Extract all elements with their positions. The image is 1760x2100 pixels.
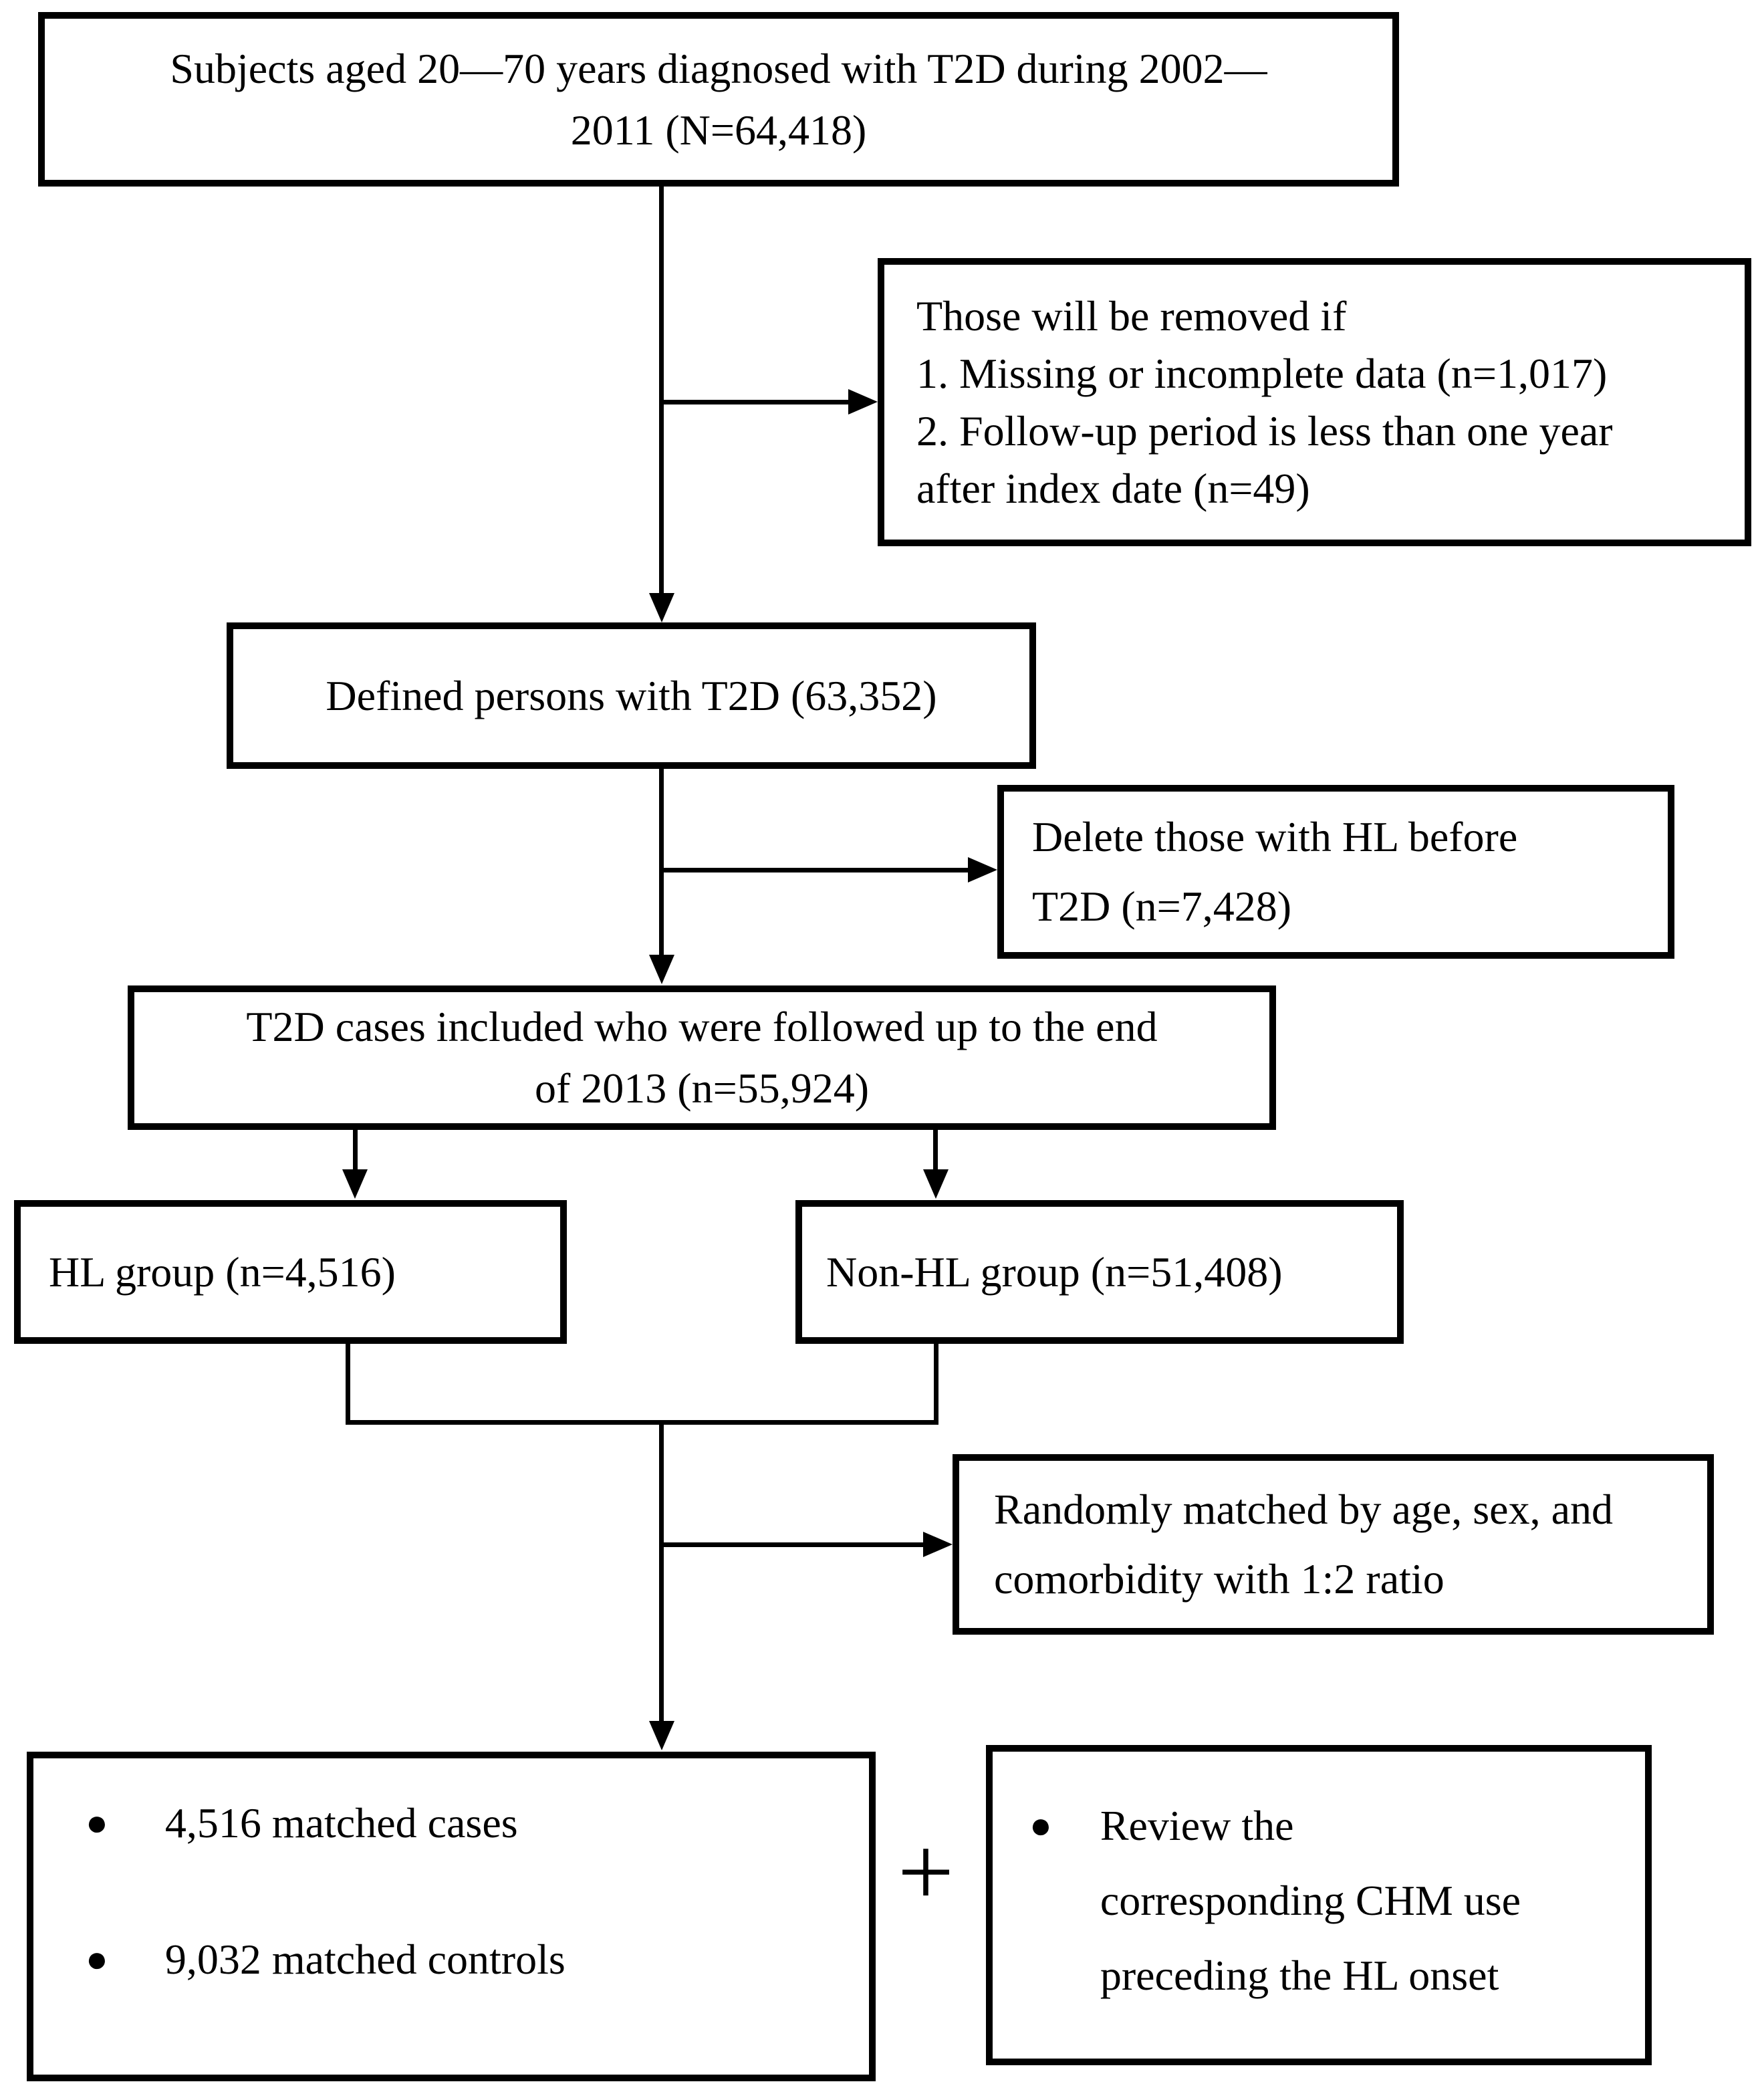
chm-review-line-1: Review the bbox=[1100, 1802, 1294, 1849]
list-item: ● 9,032 matched controls bbox=[86, 1935, 565, 1984]
box-defined-persons: Defined persons with T2D (63,352) bbox=[227, 622, 1036, 769]
box-matching-criteria: Randomly matched by age, sex, and comorb… bbox=[953, 1454, 1714, 1635]
box-t2d-cases-followed: T2D cases included who were followed up … bbox=[128, 985, 1276, 1130]
connector-matching bbox=[662, 1542, 924, 1547]
bullet-icon: ● bbox=[1029, 1805, 1052, 1847]
chm-review-line-3: preceding the HL onset bbox=[1100, 1952, 1499, 1999]
connector-enrollment-defined bbox=[659, 187, 664, 593]
arrow-right-icon bbox=[848, 389, 878, 415]
arrow-down-icon bbox=[649, 1721, 674, 1750]
bullet-icon: ● bbox=[86, 1939, 108, 1980]
list-item: ● Review the corresponding CHM use prece… bbox=[1029, 1788, 1521, 2013]
connector-merge-matched bbox=[659, 1420, 664, 1721]
connector-defined-followed bbox=[659, 769, 664, 955]
matching-line-2: comorbidity with 1:2 ratio bbox=[994, 1555, 1444, 1603]
exclusion1-line-2: 1. Missing or incomplete data (n=1,017) bbox=[916, 349, 1608, 397]
followed-line-1: T2D cases included who were followed up … bbox=[246, 1003, 1158, 1050]
connector-exclusion2 bbox=[662, 868, 969, 872]
plus-sign: + bbox=[897, 1817, 955, 1928]
enrollment-line-1: Subjects aged 20—70 years diagnosed with… bbox=[170, 44, 1267, 92]
connector-merge-bar bbox=[346, 1420, 938, 1425]
exclusion1-line-1: Those will be removed if bbox=[916, 291, 1347, 340]
arrow-down-icon bbox=[923, 1169, 949, 1199]
chm-review-line-2: corresponding CHM use bbox=[1100, 1877, 1521, 1924]
defined-line-1: Defined persons with T2D (63,352) bbox=[326, 671, 937, 719]
list-item: ● 4,516 matched cases bbox=[86, 1798, 518, 1848]
box-delete-hl-before-t2d: Delete those with HL before T2D (n=7,428… bbox=[997, 785, 1674, 959]
box-hl-group: HL group (n=4,516) bbox=[14, 1200, 567, 1344]
connector-exclusion1 bbox=[662, 400, 850, 404]
matching-line-1: Randomly matched by age, sex, and bbox=[994, 1486, 1613, 1533]
connector-nonhl-merge bbox=[934, 1344, 938, 1425]
chm-review-text: Review the corresponding CHM use precedi… bbox=[1100, 1788, 1521, 2013]
enrollment-line-2: 2011 (N=64,418) bbox=[570, 106, 867, 154]
arrow-down-icon bbox=[649, 593, 674, 622]
box-non-hl-group: Non-HL group (n=51,408) bbox=[795, 1200, 1404, 1344]
matched-controls-text: 9,032 matched controls bbox=[164, 1936, 565, 1983]
matched-cases-text: 4,516 matched cases bbox=[164, 1799, 518, 1847]
box-enrollment: Subjects aged 20—70 years diagnosed with… bbox=[38, 12, 1399, 187]
arrow-down-icon bbox=[649, 955, 674, 984]
arrow-down-icon bbox=[342, 1169, 368, 1199]
exclusion2-line-2: T2D (n=7,428) bbox=[1032, 883, 1292, 930]
box-exclusion-criteria: Those will be removed if 1. Missing or i… bbox=[878, 258, 1751, 546]
connector-followed-hl bbox=[353, 1130, 358, 1169]
box-chm-review: ● Review the corresponding CHM use prece… bbox=[986, 1745, 1652, 2065]
hl-group-label: HL group (n=4,516) bbox=[49, 1248, 396, 1296]
followed-line-2: of 2013 (n=55,924) bbox=[534, 1064, 870, 1112]
arrow-right-icon bbox=[968, 857, 997, 883]
exclusion2-line-1: Delete those with HL before bbox=[1032, 813, 1518, 860]
exclusion1-line-3: 2. Follow-up period is less than one yea… bbox=[916, 406, 1613, 455]
non-hl-group-label: Non-HL group (n=51,408) bbox=[826, 1248, 1283, 1296]
connector-followed-nonhl bbox=[933, 1130, 938, 1169]
arrow-right-icon bbox=[923, 1532, 953, 1557]
exclusion1-line-4: after index date (n=49) bbox=[916, 464, 1310, 512]
box-matched-sample: ● 4,516 matched cases ● 9,032 matched co… bbox=[27, 1752, 876, 2081]
bullet-icon: ● bbox=[86, 1802, 108, 1844]
connector-hl-merge bbox=[346, 1344, 350, 1425]
